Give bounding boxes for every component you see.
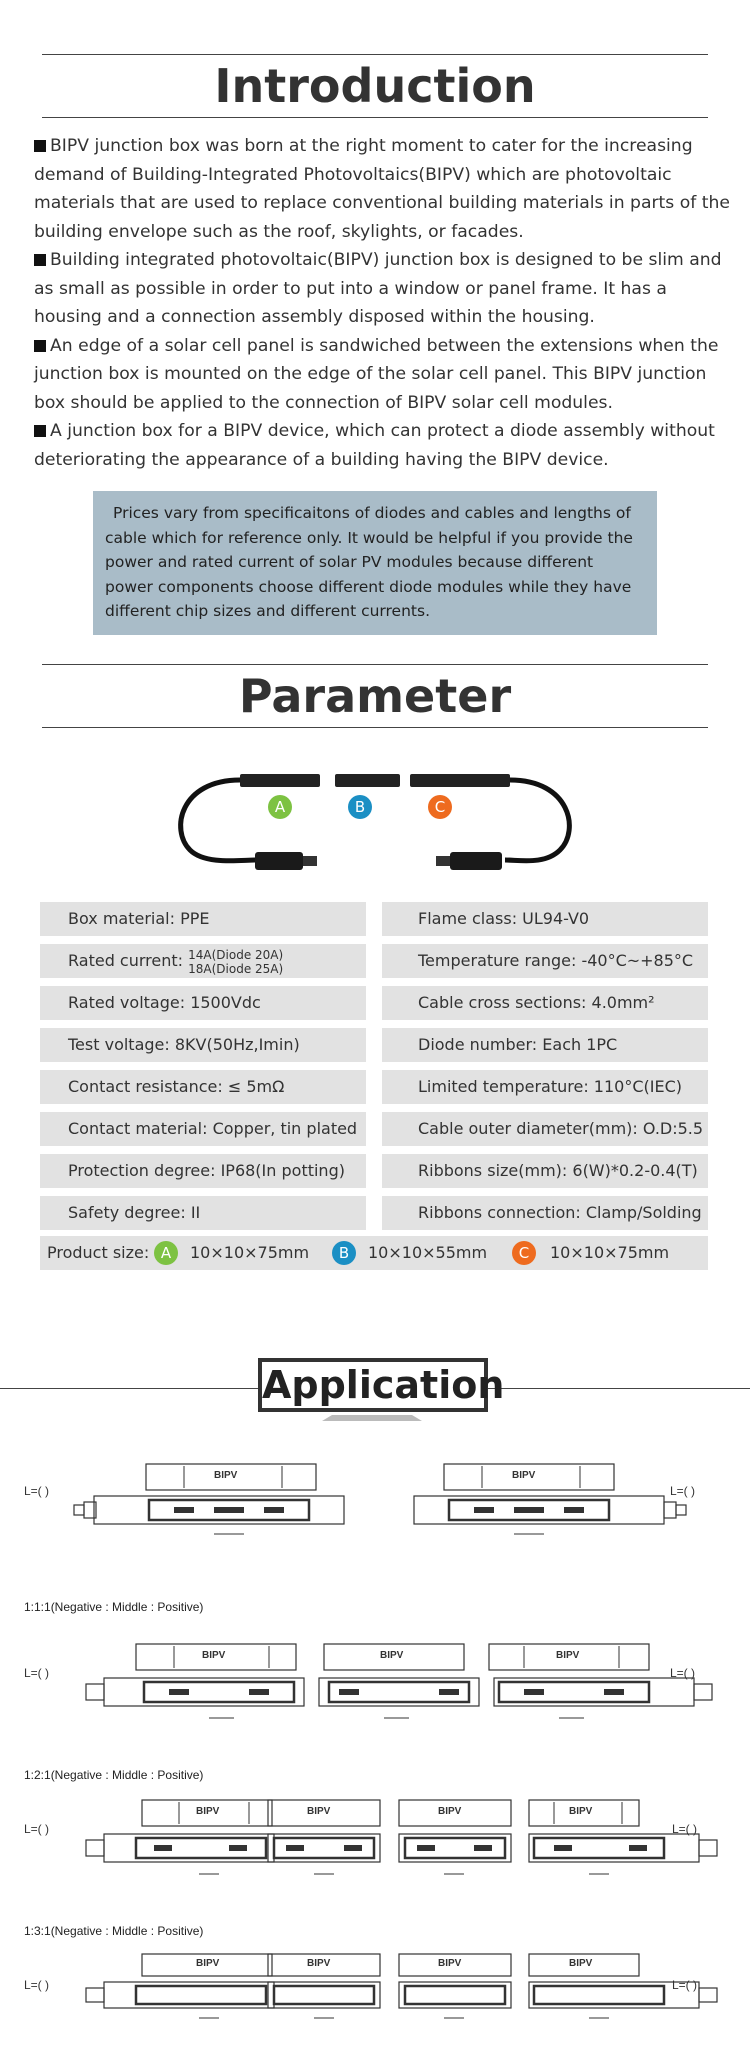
param-cable-outer-diameter: Cable outer diameter(mm): O.D:5.5 [382, 1112, 708, 1146]
parameter-row: Safety degree: II Ribbons connection: Cl… [40, 1196, 708, 1230]
param-flame-class: Flame class: UL94-V0 [382, 902, 708, 936]
application-diagram-3: L=( ) L=( ) [24, 1796, 736, 1886]
application-diagram-1: L=( ) L=( ) BIPV BIPV [24, 1462, 736, 1542]
param-contact-resistance: Contact resistance: ≤ 5mΩ [40, 1070, 366, 1104]
panel-label: BIPV [307, 1958, 331, 1969]
param-protection-degree: Protection degree: IP68(In potting) [40, 1154, 366, 1188]
intro-paragraph: An edge of a solar cell panel is sandwic… [34, 335, 719, 413]
parameter-row: Contact material: Copper, tin plated Cab… [40, 1112, 708, 1146]
introduction-title: Introduction [42, 54, 708, 118]
parameter-row: Rated voltage: 1500Vdc Cable cross secti… [40, 986, 708, 1020]
size-a-value: 10×10×75mm [190, 1243, 310, 1262]
rated-current-values: 14A(Diode 20A)18A(Diode 25A) [188, 947, 284, 976]
junction-box-diagram [85, 1799, 718, 1875]
parameter-row: Protection degree: IP68(In potting) Ribb… [40, 1154, 708, 1188]
param-ribbons-size: Ribbons size(mm): 6(W)*0.2-0.4(T) [382, 1154, 708, 1188]
square-bullet-icon [34, 339, 46, 352]
ratio-label-1: 1:1:1(Negative : Middle : Positive) [24, 1600, 204, 1614]
param-ribbons-connection: Ribbons connection: Clamp/Solding [382, 1196, 708, 1230]
panel-label: BIPV [214, 1470, 238, 1481]
junction-box-diagram [85, 1643, 713, 1719]
size-b-badge: B [332, 1241, 356, 1265]
intro-paragraph: Building integrated photovoltaic(BIPV) j… [34, 250, 722, 327]
label-a-badge: A [268, 795, 292, 819]
param-diode-number: Diode number: Each 1PC [382, 1028, 708, 1062]
square-bullet-icon [34, 140, 46, 152]
ratio-label-3: 1:3:1(Negative : Middle : Positive) [24, 1924, 204, 1938]
application-diagram-4: L=( ) L=( ) BIPV BIPV BIPV BIPV [24, 1950, 736, 2040]
label-b-badge: B [348, 795, 372, 819]
length-label: L=( ) [24, 1822, 50, 1836]
product-size-label: Product size: [47, 1243, 150, 1262]
size-c-value: 10×10×75mm [550, 1243, 670, 1262]
length-label: L=( ) [24, 1666, 50, 1680]
parameter-row: Contact resistance: ≤ 5mΩ Limited temper… [40, 1070, 708, 1104]
panel-label: BIPV [569, 1806, 593, 1817]
title-underline-decoration [322, 1415, 422, 1421]
parameter-title: Parameter [42, 664, 708, 728]
intro-paragraph: BIPV junction box was born at the right … [34, 136, 730, 242]
param-test-voltage: Test voltage: 8KV(50Hz,Imin) [40, 1028, 366, 1062]
param-cable-cross-sections: Cable cross sections: 4.0mm² [382, 986, 708, 1020]
panel-label: BIPV [196, 1806, 220, 1817]
panel-label: BIPV [512, 1470, 536, 1481]
param-limited-temperature: Limited temperature: 110°C(IEC) [382, 1070, 708, 1104]
param-rated-current: Rated current: 14A(Diode 20A)18A(Diode 2… [40, 944, 366, 978]
junction-box-diagram [73, 1463, 687, 1535]
parameter-row: Rated current: 14A(Diode 20A)18A(Diode 2… [40, 944, 708, 978]
square-bullet-icon [34, 425, 46, 437]
size-b-value: 10×10×55mm [368, 1243, 488, 1262]
application-title: Application [258, 1358, 504, 1412]
param-rated-voltage: Rated voltage: 1500Vdc [40, 986, 366, 1020]
length-label: L=( ) [670, 1484, 696, 1498]
junction-box-cable-image [178, 774, 572, 870]
panel-label: BIPV [202, 1650, 226, 1661]
junction-box-diagram [85, 1953, 718, 2019]
parameter-table: Box material: PPE Flame class: UL94-V0 R… [40, 902, 708, 1238]
panel-label: BIPV [196, 1958, 220, 1969]
param-box-material: Box material: PPE [40, 902, 366, 936]
param-temperature-range: Temperature range: -40°C~+85°C [382, 944, 708, 978]
product-size-row: Product size: A 10×10×75mm B 10×10×55mm … [40, 1236, 708, 1270]
parameter-row: Box material: PPE Flame class: UL94-V0 [40, 902, 708, 936]
parameter-row: Test voltage: 8KV(50Hz,Imin) Diode numbe… [40, 1028, 708, 1062]
panel-label: BIPV [438, 1958, 462, 1969]
intro-paragraph: A junction box for a BIPV device, which … [34, 421, 715, 470]
param-contact-material: Contact material: Copper, tin plated [40, 1112, 366, 1146]
ratio-label-2: 1:2:1(Negative : Middle : Positive) [24, 1768, 204, 1782]
introduction-list: BIPV junction box was born at the right … [28, 132, 740, 474]
length-label: L=( ) [24, 1484, 50, 1498]
length-label: L=( ) [24, 1978, 50, 1992]
param-safety-degree: Safety degree: II [40, 1196, 366, 1230]
panel-label: BIPV [569, 1958, 593, 1969]
panel-label: BIPV [380, 1650, 404, 1661]
length-label: L=( ) [672, 1978, 698, 1992]
panel-label: BIPV [556, 1650, 580, 1661]
size-a-badge: A [154, 1241, 178, 1265]
label-c-badge: C [428, 795, 452, 819]
panel-label: BIPV [438, 1806, 462, 1817]
application-diagram-2: L=( ) L=( ) BIPV BIPV BIPV [24, 1640, 736, 1730]
panel-label: BIPV [307, 1806, 331, 1817]
price-note: Prices vary from specificaitons of diode… [93, 491, 657, 635]
square-bullet-icon [34, 254, 46, 266]
size-c-badge: C [512, 1241, 536, 1265]
length-label: L=( ) [672, 1822, 698, 1836]
length-label: L=( ) [670, 1666, 696, 1680]
